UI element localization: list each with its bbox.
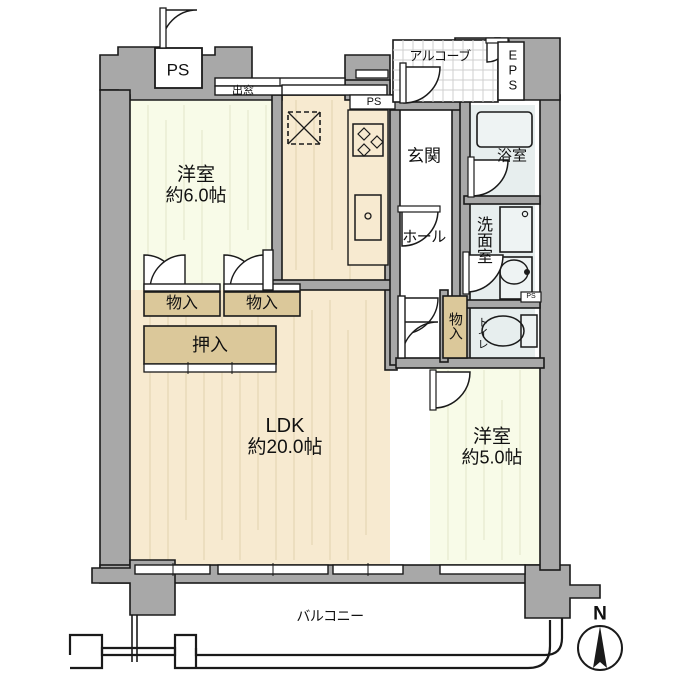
label-ps-small: PS [526,293,536,301]
balcony-partition [131,615,138,662]
label-genkan: 玄関 [407,146,441,166]
room-name: 洋室 [472,426,511,448]
hall-door-swing [401,209,439,247]
window-ldk-top [281,84,388,96]
interior-doors [397,205,471,411]
kitchen-sink [354,194,382,241]
label-ps-kitchen: PS [366,95,382,108]
bedroom5-door-swing [433,371,471,409]
room-name: 洋室 [176,164,215,186]
closets [143,249,468,374]
room-label-washitsu-6: 洋室 約6.0帖 [165,164,226,205]
washing-machine [499,206,533,253]
room-size: 約6.0帖 [165,185,227,206]
balcony-outline [68,618,564,670]
genkan-door-swing [403,66,441,104]
toilet-bowl [481,315,525,347]
label-toilet: トイレ [476,316,489,350]
floor-genkan [395,110,457,205]
eps-box [497,41,525,101]
ceiling-unit-marker [287,111,321,145]
closet-monoire-1 [143,291,221,317]
room-label-ldk: LDK 約20.0帖 [248,415,323,459]
label-senmenshitsu: 洗面室 [473,216,491,264]
compass-rose [577,625,623,671]
toilet-fixtures [481,314,538,348]
compass-label-north: N [593,603,607,625]
sink-drain [364,212,372,220]
window-bedroom5-bottom [439,564,526,575]
label-balcony: バルコニー [296,608,364,625]
room-size: 約20.0帖 [247,437,323,459]
bathroom-door-swing [471,159,509,197]
room-name: LDK [265,415,305,438]
bathtub [476,111,533,148]
label-hall: ホール [402,228,446,246]
ps-small-box [520,291,542,303]
label-ps-top-left: PS [166,60,190,80]
label-bay-window: 出窓 [232,84,254,97]
kitchen-fixtures [287,109,389,266]
label-yokushitsu: 浴室 [496,147,528,165]
ps-top-left-box [154,7,203,89]
room-size: 約5.0帖 [461,447,523,468]
ps-door-swing [161,9,198,46]
label-monoire-1: 物入 [165,295,199,313]
label-eps: EPS [505,47,521,93]
closet-oshiire [143,325,277,365]
label-oshiire: 押入 [192,334,228,355]
closet-monoire-2 [223,291,301,317]
washroom-fixtures [462,206,542,303]
bathroom-fixtures [467,111,533,198]
toilet-tank [520,314,538,348]
stove-burners [357,127,384,157]
label-monoire-2: 物入 [245,295,279,313]
closet-monoire-hall [442,295,468,359]
windows-and-thin-walls [134,69,526,576]
alcove-area [392,37,525,104]
label-monoire-hall: 物入 [447,312,464,340]
room-label-washitsu-5: 洋室 約5.0帖 [461,426,522,467]
label-alcove: アルコーブ [409,48,471,64]
stove-top [352,123,384,157]
